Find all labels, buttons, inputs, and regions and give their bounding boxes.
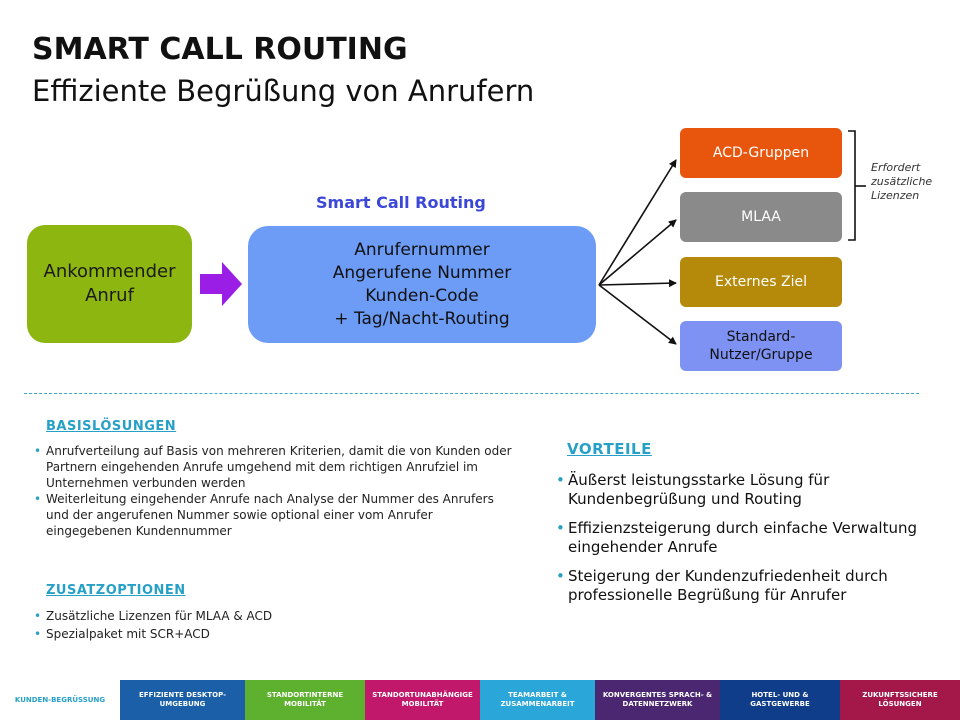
- list-item: Weiterleitung eingehender Anrufe nach An…: [34, 491, 514, 539]
- zusatz-list: Zusätzliche Lizenzen für MLAA & ACD Spez…: [34, 607, 434, 643]
- list-item: Spezialpaket mit SCR+ACD: [34, 625, 434, 643]
- list-item: Effizienzsteigerung durch einfache Verwa…: [556, 519, 936, 557]
- arrow-to-standard: [598, 284, 677, 345]
- page-title: SMART CALL ROUTING: [32, 32, 408, 67]
- note-line-2: zusätzliche: [871, 175, 933, 188]
- incoming-line-2: Anruf: [85, 285, 134, 306]
- target-mlaa: MLAA: [680, 192, 842, 242]
- section-divider: [24, 393, 919, 394]
- list-item: Steigerung der Kundenzufriedenheit durch…: [556, 567, 936, 605]
- list-item: Anrufverteilung auf Basis von mehreren K…: [34, 443, 514, 491]
- footer-tab-kundenbegruessung[interactable]: KUNDEN-BEGRÜSSUNG: [0, 680, 120, 720]
- footer-tab-konvergentes-netzwerk[interactable]: KONVERGENTES SPRACH- & DATENNETZWERK: [595, 680, 720, 720]
- routing-line-4: + Tag/Nacht-Routing: [334, 308, 510, 329]
- license-note: Erfordert zusätzliche Lizenzen: [871, 161, 932, 203]
- list-item: Äußerst leistungsstarke Lösung für Kunde…: [556, 471, 936, 509]
- footer-tab-teamarbeit[interactable]: TEAMARBEIT & ZUSAMMENARBEIT: [480, 680, 595, 720]
- target-external: Externes Ziel: [680, 257, 842, 307]
- incoming-line-1: Ankommender: [43, 261, 176, 282]
- page-subtitle: Effiziente Begrüßung von Anrufern: [32, 74, 535, 108]
- smart-call-routing-label: Smart Call Routing: [316, 193, 486, 212]
- vorteile-list: Äußerst leistungsstarke Lösung für Kunde…: [556, 471, 936, 615]
- footer-tab-standortunabhaengige-mobilitaet[interactable]: STANDORTUNABHÄNGIGE MOBILITÄT: [365, 680, 480, 720]
- target-acd-groups: ACD-Gruppen: [680, 128, 842, 178]
- footer-tab-hotel[interactable]: HOTEL- UND & GASTGEWERBE: [720, 680, 840, 720]
- zusatz-heading: ZUSATZOPTIONEN: [46, 583, 186, 598]
- arrow-to-external: [598, 279, 677, 288]
- basis-heading: BASISLÖSUNGEN: [46, 419, 177, 434]
- footer-tab-standortinterne-mobilitaet[interactable]: STANDORTINTERNE MOBILITÄT: [245, 680, 365, 720]
- arrow-to-mlaa: [598, 219, 677, 286]
- arrow-to-acd: [598, 159, 677, 286]
- footer-tab-desktop[interactable]: EFFIZIENTE DESKTOP-UMGEBUNG: [120, 680, 245, 720]
- footer-tab-zukunftssicher[interactable]: ZUKUNFTSSICHERE LÖSUNGEN: [840, 680, 960, 720]
- license-bracket: [848, 130, 856, 241]
- list-item: Zusätzliche Lizenzen für MLAA & ACD: [34, 607, 434, 625]
- basis-list: Anrufverteilung auf Basis von mehreren K…: [34, 443, 514, 539]
- right-arrow-icon: [200, 262, 242, 306]
- routing-criteria-box: Anrufernummer Angerufene Nummer Kunden-C…: [248, 226, 596, 343]
- footer-nav: KUNDEN-BEGRÜSSUNG EFFIZIENTE DESKTOP-UMG…: [0, 680, 960, 720]
- note-line-1: Erfordert: [871, 161, 921, 174]
- note-line-3: Lizenzen: [871, 189, 920, 202]
- routing-line-1: Anrufernummer: [354, 239, 490, 260]
- target-standard-user-group: Standard-Nutzer/Gruppe: [680, 321, 842, 371]
- vorteile-heading: VORTEILE: [567, 440, 652, 458]
- incoming-call-box: Ankommender Anruf: [27, 225, 192, 343]
- routing-line-3: Kunden-Code: [365, 285, 479, 306]
- routing-line-2: Angerufene Nummer: [332, 262, 512, 283]
